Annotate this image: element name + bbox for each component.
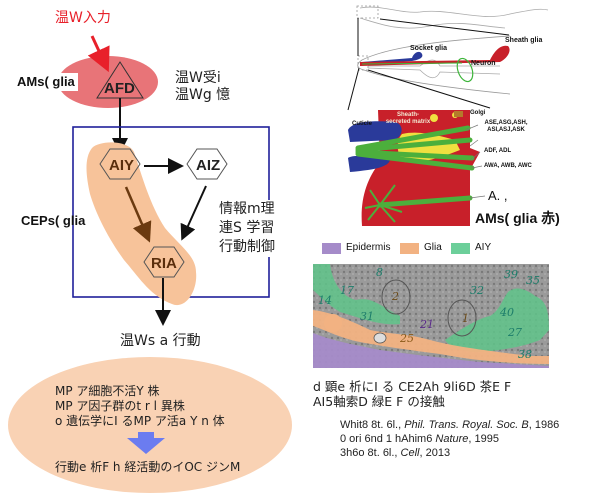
sheath-glia-label: Sheath glia	[505, 37, 543, 44]
input-arrow	[87, 35, 110, 73]
aiy-to-ria-arrow	[124, 186, 152, 243]
group1-label: ASE,ASG,ASH, ASI,ASJ,ASK	[484, 120, 528, 133]
em-caption: d 顕e 析にI る CE2Ah 9li6D 茶E F AI5軸索D 緑E F …	[313, 379, 511, 409]
citation: 3h6o 8t. 6l., Cell, 2013	[340, 446, 559, 460]
ceps-glia-label: CEPs( glia	[21, 213, 86, 228]
golgi-mark	[454, 111, 463, 117]
citation-journal: Phil. Trans. Royal. Soc. B	[404, 419, 529, 431]
afd-function-text: 温W受i 温Wg 憶	[175, 70, 230, 104]
socket-glia-label: Socket glia	[410, 45, 447, 52]
caption-line-2: AI5軸索D 緑E F の接触	[313, 394, 445, 409]
em-number: 27	[508, 326, 522, 339]
socket-glia-cell	[362, 51, 423, 64]
matrix-droplet	[430, 114, 438, 122]
leader-lines	[465, 124, 486, 199]
circuit-function-line-3: 行動制御	[219, 239, 275, 255]
citations: Whit8 8t. 6l., Phil. Trans. Royal. Soc. …	[340, 418, 559, 460]
cuticle-blue-lower	[348, 155, 390, 172]
inset-box-top	[356, 5, 379, 19]
em-micrograph	[313, 264, 549, 368]
golgi-label: Golgi	[470, 110, 486, 116]
aiy-hexagon	[99, 148, 141, 180]
legend-label-epidermis: Epidermis	[346, 242, 391, 253]
dendrite-bundle	[355, 125, 475, 208]
circuit-function-text: 情報m理 連S 学習 行動制御	[216, 200, 278, 257]
em-number: 2	[392, 290, 399, 303]
method-item: MP ア細胞不活Y 株	[55, 384, 160, 398]
cuticle-blue-upper	[348, 121, 402, 142]
em-number: 21	[420, 318, 434, 331]
zoom-line	[347, 67, 360, 111]
cuticle-label: Cuticle	[352, 121, 373, 127]
aiy-neuron-label: AIY	[109, 157, 135, 174]
em-number: 1	[462, 312, 469, 325]
worm-body-outline	[359, 6, 549, 17]
worm-body-outline	[359, 17, 506, 29]
input-label: 温W入力	[55, 10, 111, 26]
citation-year: , 1986	[528, 419, 560, 431]
em-number: 38	[518, 348, 532, 361]
afd-function-line-1: 温W受i	[175, 70, 221, 86]
sheath-matrix-label: Sheath-secreted matrix	[385, 112, 431, 125]
citation-year: , 2013	[419, 447, 451, 459]
citation-authors: 0 ori 6nd 1 hAhim6	[340, 433, 436, 445]
citation-journal: Cell	[400, 447, 420, 459]
em-number: 31	[360, 310, 374, 323]
legend-swatch-epidermis	[322, 243, 341, 254]
em-number: 17	[340, 284, 354, 297]
em-number: 8	[376, 266, 383, 279]
a-label: A. ,	[488, 188, 508, 203]
head-inner	[367, 59, 501, 79]
afd-neuron-label: AFD	[104, 80, 135, 97]
aiz-hexagon	[186, 148, 228, 180]
em-number: 35	[526, 274, 540, 287]
methods-ellipse	[8, 357, 292, 493]
citation-authors: Whit8 8t. 6l.,	[340, 419, 405, 431]
em-number: 25	[400, 332, 414, 345]
methods-result: 行動e 析F h 経活動のイOC ジンM	[55, 460, 241, 474]
ams-glia-label: AMs( glia	[14, 73, 78, 91]
down-arrow-icon	[127, 432, 165, 454]
citation: 0 ori 6nd 1 hAhim6 Nature, 1995	[340, 432, 559, 446]
ria-hexagon	[143, 246, 185, 278]
legend-swatch-aiy	[451, 243, 470, 254]
zoom-line	[379, 18, 510, 36]
method-item: MP ア因子群のt r l 異株	[55, 399, 185, 413]
zoom-line	[367, 69, 491, 109]
citation-year: , 1995	[468, 433, 500, 445]
output-behavior-label: 温Ws a 行動	[120, 333, 201, 349]
afd-function-line-2: 温Wg 憶	[175, 87, 231, 103]
ria-neuron-label: RIA	[151, 255, 177, 272]
em-number: 14	[318, 294, 332, 307]
neuron-cell	[361, 62, 463, 65]
legend-swatch-glia	[400, 243, 419, 254]
methods-list: MP ア細胞不活Y 株 MP ア因子群のt r l 異株 o 遺伝学にI るMP…	[55, 384, 225, 429]
neuron-label: Neuron	[471, 60, 496, 67]
dendrite-branches	[364, 184, 403, 223]
ams-glia-red-label: AMs( glia 赤)	[475, 210, 560, 226]
method-item: o 遺伝学にI るMP ア活a Y n 体	[55, 414, 225, 428]
circuit-function-line-2: 連S 学習	[219, 220, 275, 236]
citation-journal: Nature	[435, 433, 469, 445]
group2-label: ADF, ADL	[484, 148, 512, 154]
aiz-to-ria-arrow	[180, 185, 207, 241]
ams-glia-ellipse	[58, 56, 158, 108]
caption-line-1: d 顕e 析にI る CE2Ah 9li6D 茶E F	[313, 379, 512, 394]
neuron-loop	[456, 57, 474, 83]
citation: Whit8 8t. 6l., Phil. Trans. Royal. Soc. …	[340, 418, 559, 432]
legend-label-glia: Glia	[424, 242, 442, 253]
sheath-glia-cell	[360, 45, 510, 66]
em-number: 40	[500, 306, 514, 319]
em-number: 39	[504, 268, 518, 281]
circuit-function-line-1: 情報m理	[219, 201, 275, 217]
group3-label: AWA, AWB, AWC	[484, 163, 532, 169]
legend-label-aiy: AIY	[475, 242, 492, 253]
citation-authors: 3h6o 8t. 6l.,	[340, 447, 401, 459]
em-number: 32	[470, 284, 484, 297]
aiz-neuron-label: AIZ	[196, 157, 221, 174]
head-outline	[357, 35, 511, 95]
